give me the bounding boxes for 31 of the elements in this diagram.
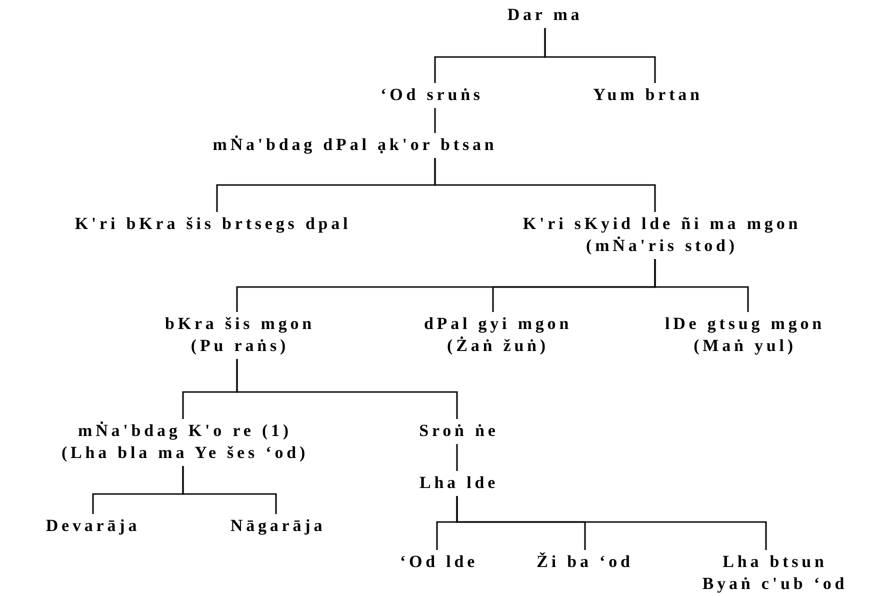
name-text: Lha lde — [419, 472, 499, 494]
name-text: Dar ma — [507, 4, 583, 26]
name-text: mṄa'bdag K'o re (1) — [78, 420, 292, 442]
name-text: mṄa'bdag dPal ạk'or btsan — [212, 134, 498, 156]
tree-connector — [456, 444, 458, 471]
name-text: Devarāja — [46, 515, 140, 537]
name-text: K'ri sKyid lde ñi ma mgon — [522, 213, 802, 235]
name-text: (Maṅ yul) — [694, 335, 796, 357]
name-text: lDe gtsug mgon — [665, 313, 825, 335]
tree-connector — [434, 158, 656, 212]
tree-connector — [544, 28, 656, 83]
name-text: Sroṅ ṅe — [419, 420, 499, 442]
tree-connector — [434, 108, 436, 133]
name-text: (Pu raṅs) — [190, 335, 290, 357]
name-text: (mṄa'ris stod) — [586, 235, 738, 257]
name-text: Yum brtan — [593, 84, 703, 106]
name-text: (Lha bla ma Ye šes ‘od) — [61, 442, 309, 464]
name-text: Lha btsun — [722, 551, 828, 573]
name-text: K'ri bKra šis brtsegs dpal — [74, 213, 352, 235]
tree-connector — [654, 259, 749, 312]
name-text: (Żaṅ žuṅ) — [447, 335, 549, 357]
name-text: Ži ba ‘od — [536, 551, 634, 573]
name-text: ‘Od sruṅs — [380, 84, 484, 106]
name-text: Byaṅ c'ub ‘od — [702, 573, 848, 595]
name-text: Nāgarāja — [230, 515, 326, 537]
tree-connector — [456, 496, 767, 550]
tree-connector — [182, 466, 277, 514]
name-text: bKra šis mgon — [165, 313, 315, 335]
tree-connector — [236, 359, 458, 419]
name-text: dPal gyi mgon — [424, 313, 572, 335]
name-text: ‘Od lde — [400, 551, 478, 573]
